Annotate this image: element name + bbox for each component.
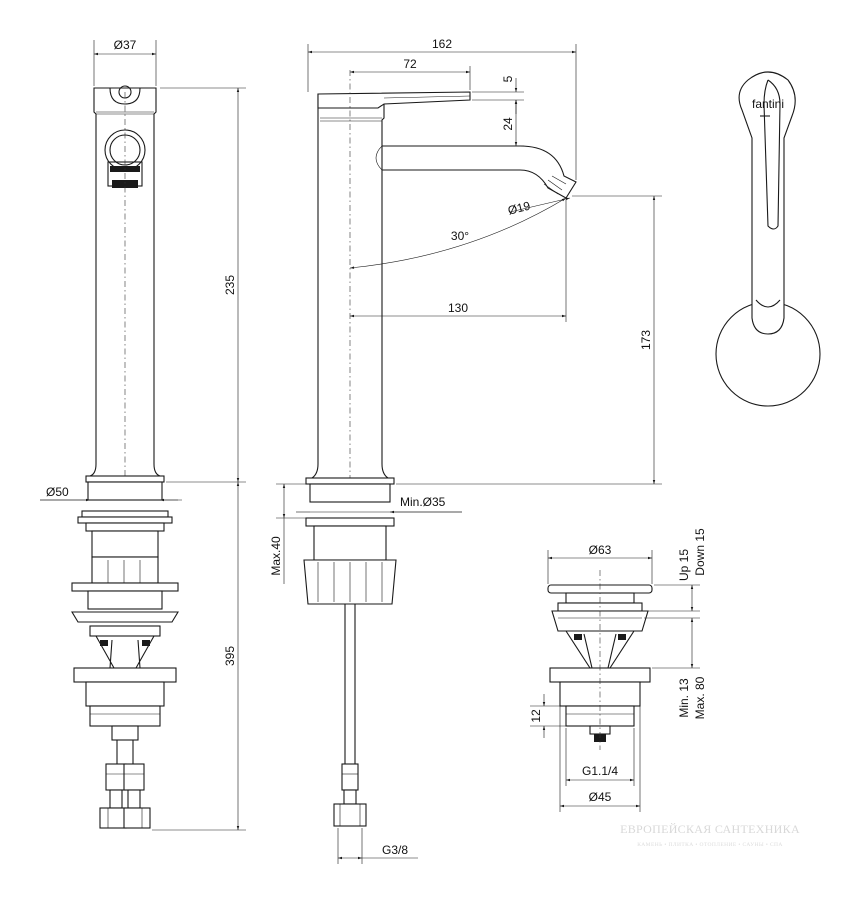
front-view bbox=[71, 85, 179, 829]
dim-down-15: Down 15 bbox=[693, 528, 707, 576]
dim-length-162: 162 bbox=[432, 37, 452, 51]
side-dimensions: 162 72 5 24 Ø19 30° 130 173 Min.Ø35 Max. bbox=[269, 37, 662, 864]
dim-diameter-37: Ø37 bbox=[114, 38, 137, 52]
lever-handle bbox=[317, 91, 471, 109]
watermark-title: ЕВРОПЕЙСКАЯ САНТЕХНИКА bbox=[620, 822, 800, 836]
dim-angle-30: 30° bbox=[451, 229, 469, 243]
handle-cap bbox=[109, 87, 141, 105]
dim-reach-130: 130 bbox=[448, 301, 468, 315]
dim-height-12: 12 bbox=[529, 709, 543, 723]
dim-up-15: Up 15 bbox=[677, 549, 691, 581]
dim-diameter-50: Ø50 bbox=[46, 485, 69, 499]
popup-waste-view bbox=[547, 570, 653, 750]
dim-min-13: Min. 13 bbox=[677, 678, 691, 718]
spout bbox=[382, 145, 577, 199]
dim-min-hole-35: Min.Ø35 bbox=[400, 495, 446, 509]
brand-logo: fantini bbox=[752, 97, 784, 111]
side-view bbox=[303, 70, 577, 827]
front-mounting-hardware bbox=[71, 510, 179, 741]
dim-lever-72: 72 bbox=[403, 57, 417, 71]
watermark-subtitle: КАМЕНЬ • ПЛИТКА • ОТОПЛЕНИЕ • САУНЫ • СП… bbox=[637, 842, 783, 848]
watermark: ЕВРОПЕЙСКАЯ САНТЕХНИКА КАМЕНЬ • ПЛИТКА •… bbox=[620, 822, 800, 848]
dim-cap-63: Ø63 bbox=[589, 543, 612, 557]
dim-thread-g38: G3/8 bbox=[382, 843, 408, 857]
dim-height-173: 173 bbox=[639, 330, 653, 350]
top-view: fantini bbox=[715, 71, 821, 407]
dim-thread-g114: G1.1/4 bbox=[582, 764, 618, 778]
dim-outlet-19: Ø19 bbox=[506, 199, 532, 218]
dim-gap-24: 24 bbox=[501, 117, 515, 131]
dim-max-thickness-40: Max.40 bbox=[269, 536, 283, 576]
dim-thickness-5: 5 bbox=[501, 75, 515, 82]
dim-height-235: 235 bbox=[223, 275, 237, 295]
front-dimensions: Ø37 235 Ø50 395 bbox=[40, 38, 246, 831]
dim-max-80: Max. 80 bbox=[693, 676, 707, 719]
dim-height-395: 395 bbox=[223, 646, 237, 666]
popup-waste-dimensions: Ø63 Up 15 Down 15 Min. 13 Max. 80 12 G1.… bbox=[529, 528, 707, 812]
front-hoses bbox=[99, 740, 151, 829]
dim-body-45: Ø45 bbox=[589, 790, 612, 804]
